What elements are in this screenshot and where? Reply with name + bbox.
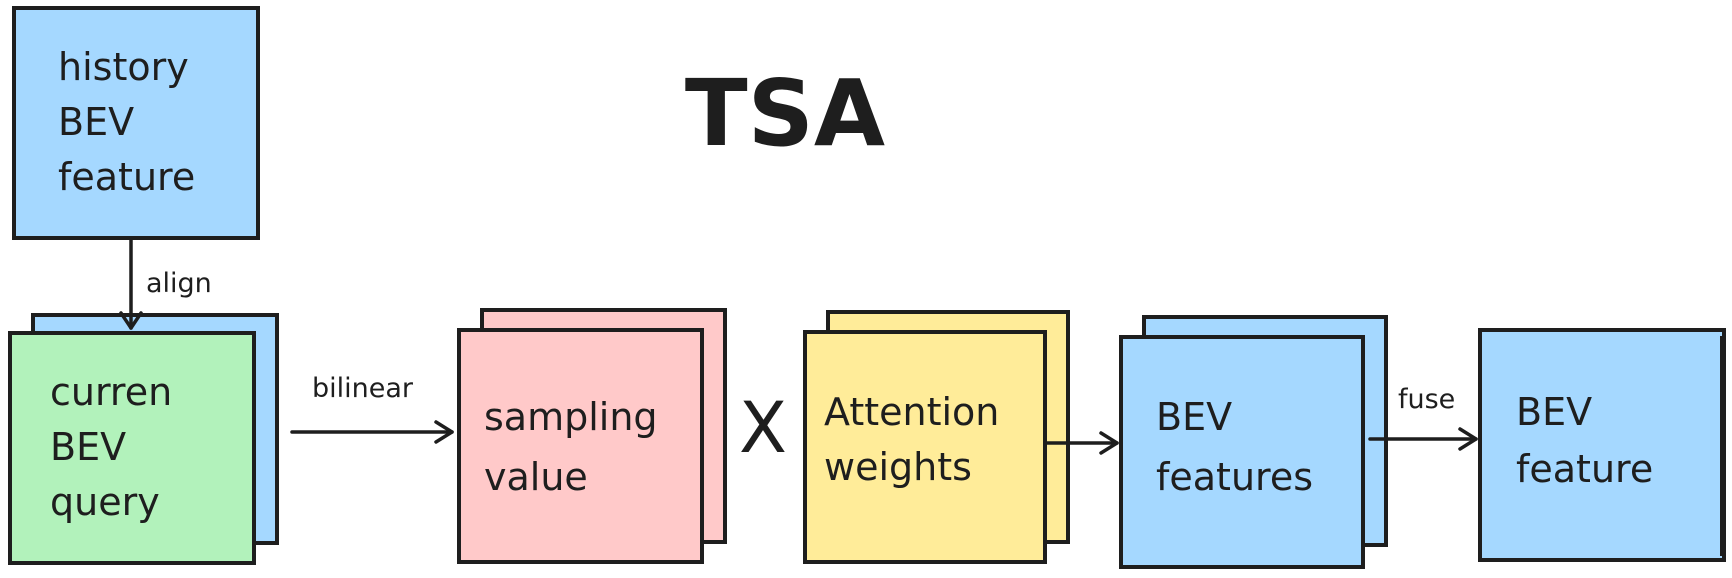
diagram-title: TSA [685,60,885,167]
node-history-label: history BEV feature [58,45,201,199]
edge-bilinear-arrowhead [434,420,454,444]
edge-fuse-arrowhead [1458,427,1478,451]
node-history-line-2: BEV [58,100,134,144]
node-attention-box [803,330,1047,564]
node-sampling-value: sampling value [457,308,727,564]
node-attention-line-2: weights [824,445,972,489]
edge-attention-arrowhead [1099,431,1119,455]
node-bev-feature-line-2: feature [1516,447,1653,491]
edge-bilinear: bilinear [290,373,454,444]
edge-align-arrowhead [119,311,143,330]
node-history-bev-feature: history BEV feature [12,6,260,240]
node-current-line-1: curren [50,370,172,414]
node-history-line-1: history [58,45,189,89]
node-current-label: curren BEV query [50,370,184,524]
node-history-box [12,6,260,240]
node-history-line-3: feature [58,155,195,199]
edge-align: align [119,238,212,330]
node-bev-features-line-2: features [1156,455,1313,499]
node-bev-features-line-1: BEV [1156,395,1232,439]
multiply-operator: X [739,387,787,469]
node-bev-feature-line-1: BEV [1516,390,1592,434]
edge-fuse: fuse [1368,384,1478,451]
node-bev-features-box [1119,335,1365,569]
edge-align-label: align [146,268,212,299]
node-current-box [8,331,256,565]
node-bev-features: BEV features [1119,315,1388,569]
node-current-bev-query: curren BEV query [8,313,279,565]
edge-bilinear-label: bilinear [312,373,414,404]
node-sampling-line-2: value [484,455,588,499]
node-attention-line-1: Attention [824,390,999,434]
node-attention-weights: Attention weights [803,310,1070,564]
edge-fuse-label: fuse [1398,384,1455,415]
node-sampling-label: sampling value [484,395,670,499]
node-sampling-line-1: sampling [484,395,658,439]
node-bev-feature-label: BEV feature [1516,390,1653,491]
node-current-line-2: BEV [50,425,126,469]
node-attention-label: Attention weights [824,390,1011,489]
node-sampling-box [457,328,704,564]
node-bev-feature-output: BEV feature [1478,328,1726,562]
node-bev-feature-box [1478,328,1726,562]
edge-attention-to-features [1045,431,1119,455]
node-bev-features-label: BEV features [1156,395,1313,499]
node-current-line-3: query [50,480,160,524]
